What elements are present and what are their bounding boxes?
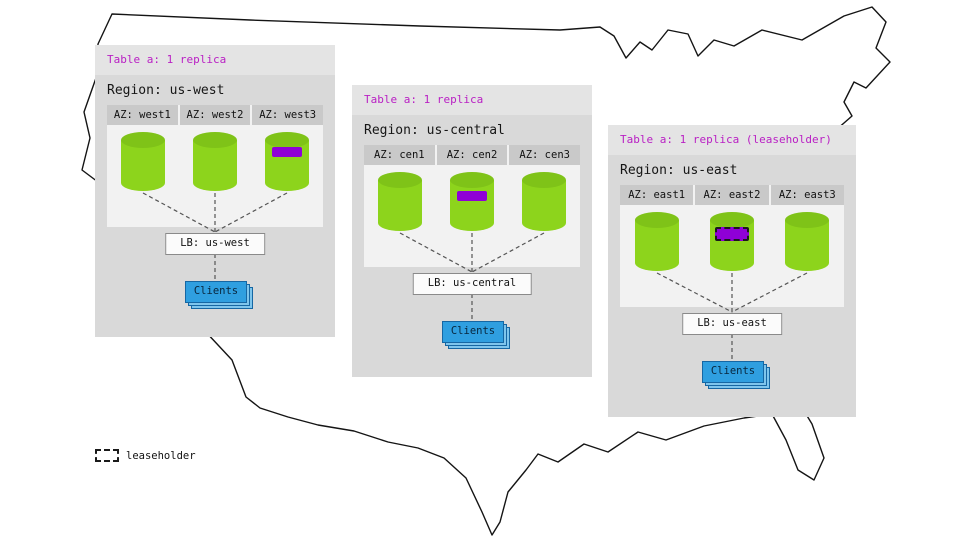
database-cylinder-icon: [378, 172, 422, 231]
load-balancer-us-east: LB: us-east: [682, 313, 782, 335]
region-label-us-central: Region: us-central: [364, 123, 505, 138]
db-cylinder-west1: [120, 131, 166, 193]
database-cylinder-icon: [784, 212, 829, 271]
db-cylinder-cen1: [377, 171, 423, 233]
leaseholder-range-east2: [714, 227, 749, 241]
db-cylinder-east1: [634, 211, 680, 273]
legend: leaseholder: [95, 449, 196, 462]
panel-title-us-west: Table a: 1 replica: [95, 45, 335, 75]
clients-box-us-central: Clients: [442, 321, 504, 343]
az-header-cen1: AZ: cen1: [364, 145, 435, 165]
load-balancer-us-west: LB: us-west: [165, 233, 265, 255]
region-panel-us-west: Table a: 1 replica Region: us-west AZ: w…: [95, 45, 335, 337]
az-header-west3: AZ: west3: [252, 105, 324, 125]
az-header-east2: AZ: east2: [695, 185, 769, 205]
az-header-cen3: AZ: cen3: [509, 145, 581, 165]
az-header-east1: AZ: east1: [620, 185, 694, 205]
database-cylinder-icon: [265, 132, 309, 191]
az-header-west1: AZ: west1: [107, 105, 178, 125]
db-cylinder-cen3: [521, 171, 567, 233]
database-cylinder-icon: [522, 172, 566, 231]
az-header-row: AZ: east1 AZ: east2 AZ: east3: [620, 185, 844, 205]
database-cylinder-icon: [121, 132, 165, 191]
az-box-us-west: AZ: west1 AZ: west2 AZ: west3: [107, 105, 324, 227]
region-panel-us-east: Table a: 1 replica (leaseholder) Region:…: [608, 125, 856, 417]
az-header-row: AZ: cen1 AZ: cen2 AZ: cen3: [364, 145, 581, 165]
region-label-us-east: Region: us-east: [620, 163, 738, 178]
db-cylinder-cen2: [449, 171, 495, 233]
az-header-east3: AZ: east3: [770, 185, 844, 205]
clients-box-us-west: Clients: [185, 281, 247, 303]
database-cylinder-icon: [635, 212, 680, 271]
az-box-us-east: AZ: east1 AZ: east2 AZ: east3: [620, 185, 844, 307]
region-label-us-west: Region: us-west: [107, 83, 225, 98]
load-balancer-us-central: LB: us-central: [412, 273, 532, 295]
panel-title-us-central: Table a: 1 replica: [352, 85, 592, 115]
region-panel-us-central: Table a: 1 replica Region: us-central AZ…: [352, 85, 592, 377]
replica-range-cen2: [457, 191, 487, 201]
cylinder-row: [364, 165, 580, 233]
db-cylinder-west3: [264, 131, 310, 193]
db-cylinder-east2: [709, 211, 755, 273]
database-cylinder-icon: [709, 212, 754, 271]
az-header-west2: AZ: west2: [179, 105, 251, 125]
leaseholder-swatch-icon: [95, 449, 119, 462]
db-cylinder-east3: [784, 211, 830, 273]
cylinder-row: [620, 205, 844, 273]
az-box-us-central: AZ: cen1 AZ: cen2 AZ: cen3: [364, 145, 581, 267]
clients-box-us-east: Clients: [702, 361, 764, 383]
db-cylinder-west2: [192, 131, 238, 193]
database-cylinder-icon: [193, 132, 237, 191]
az-header-cen2: AZ: cen2: [436, 145, 508, 165]
replica-range-west3: [272, 147, 302, 157]
legend-label: leaseholder: [126, 449, 196, 462]
panel-title-us-east: Table a: 1 replica (leaseholder): [608, 125, 856, 155]
database-cylinder-icon: [450, 172, 494, 231]
az-header-row: AZ: west1 AZ: west2 AZ: west3: [107, 105, 324, 125]
cylinder-row: [107, 125, 323, 193]
